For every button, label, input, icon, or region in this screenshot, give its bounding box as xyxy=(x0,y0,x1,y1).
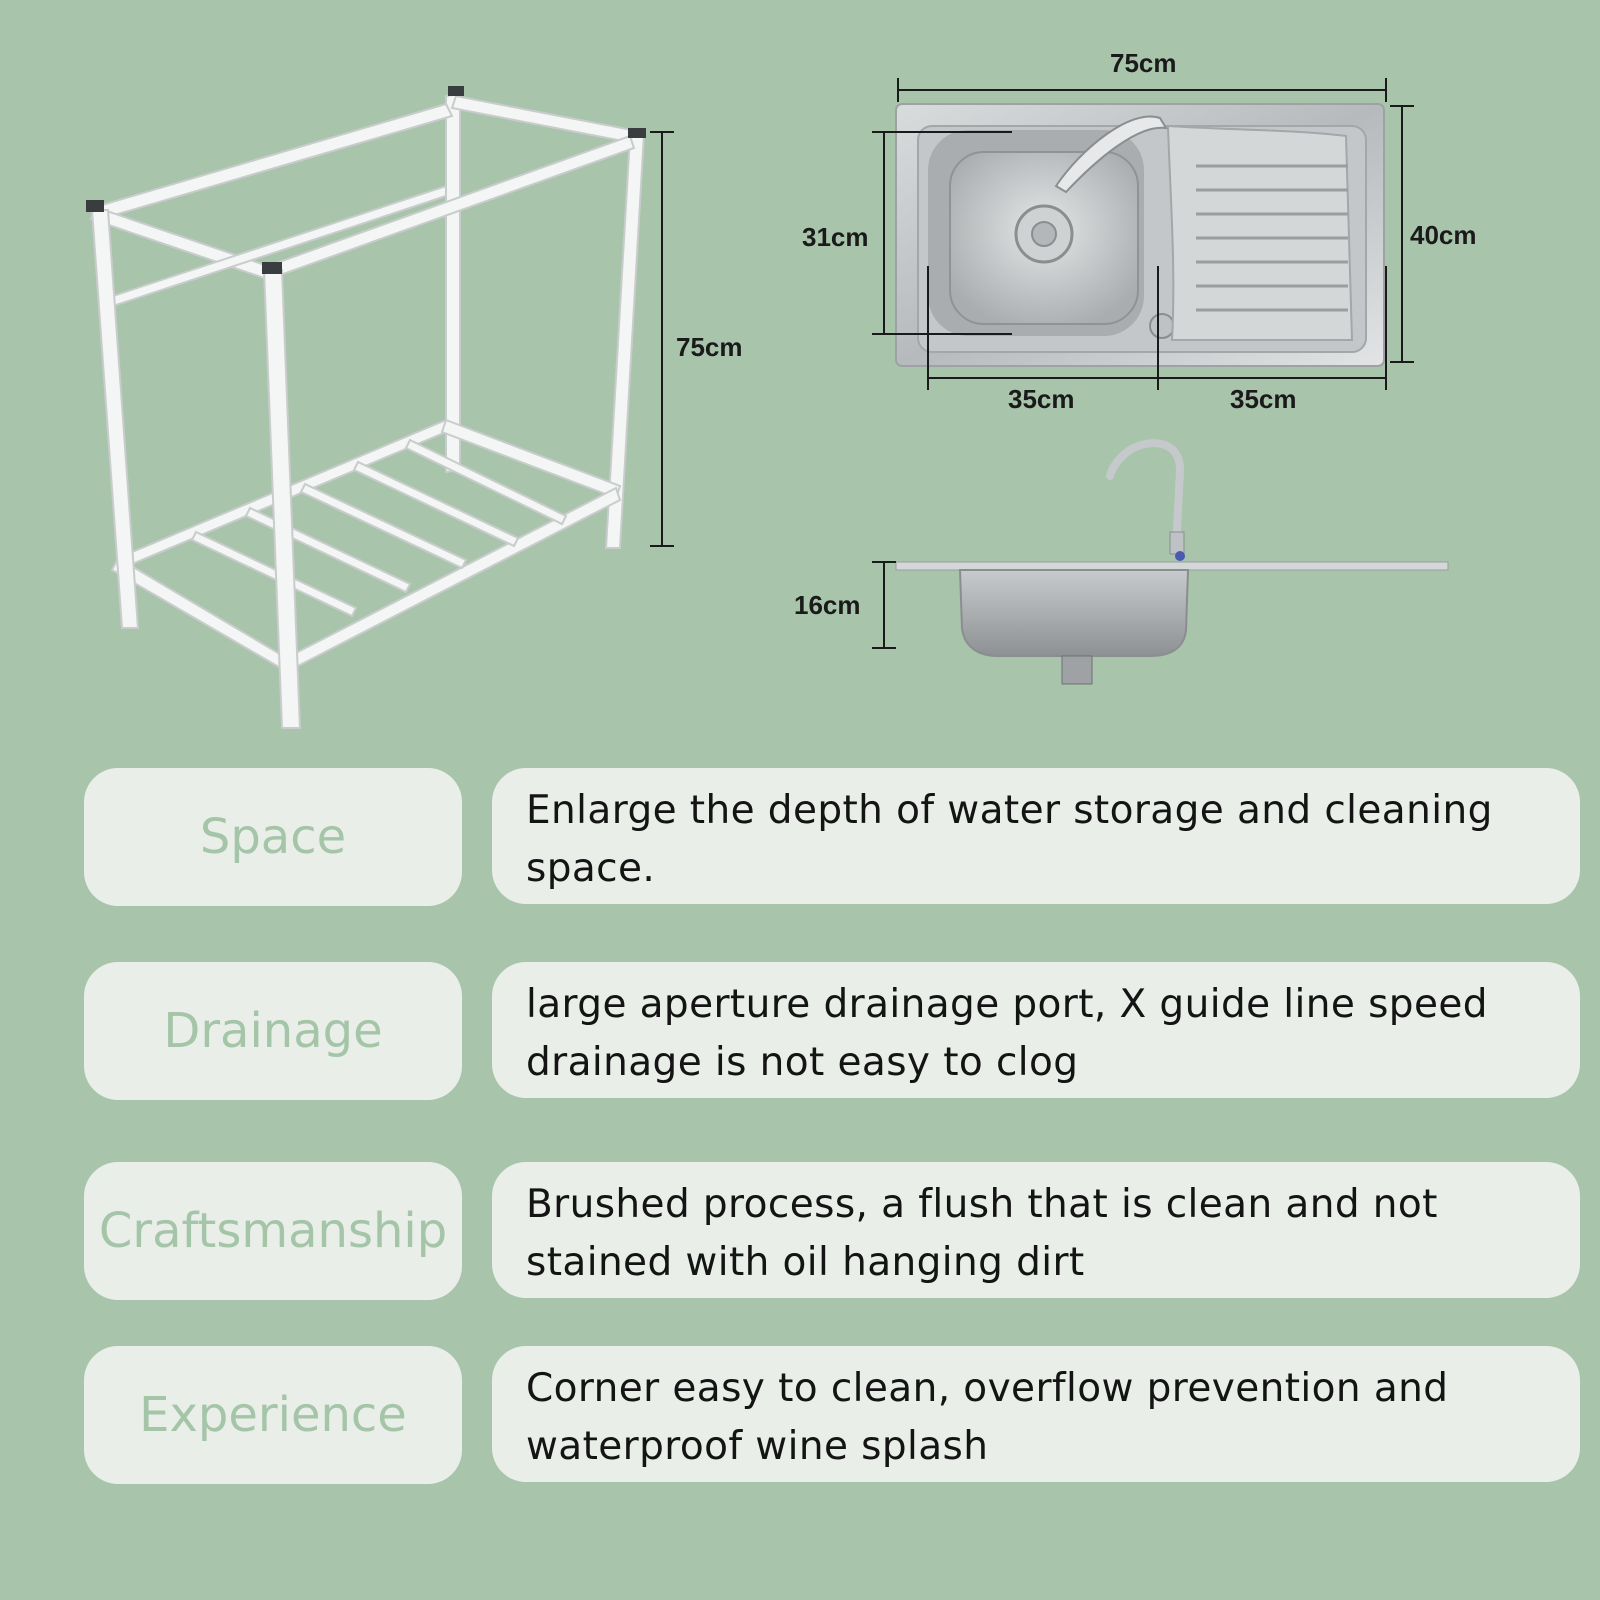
feature-description-text: Corner easy to clean, overflow preventio… xyxy=(526,1366,1449,1469)
feature-description-text: Enlarge the depth of water storage and c… xyxy=(526,788,1493,891)
drainboard-length-label: 35cm xyxy=(1230,384,1297,414)
feature-description-text: large aperture drainage port, X guide li… xyxy=(526,982,1488,1085)
feature-description: Brushed process, a flush that is clean a… xyxy=(492,1162,1580,1298)
sink-length-label: 75cm xyxy=(1110,48,1177,78)
feature-description: Corner easy to clean, overflow preventio… xyxy=(492,1346,1580,1482)
feature-description: large aperture drainage port, X guide li… xyxy=(492,962,1580,1098)
leg-caps xyxy=(86,86,646,274)
feature-row: Space Enlarge the depth of water storage… xyxy=(84,768,1580,906)
product-illustrations: 75cm 75cm xyxy=(86,48,1477,729)
feature-label-text: Space xyxy=(199,809,347,865)
feature-label: Craftsmanship xyxy=(84,1162,462,1300)
faucet-icon xyxy=(1106,439,1185,554)
sink-dimension-lines xyxy=(872,78,1414,390)
sink-width-label: 40cm xyxy=(1410,220,1477,250)
feature-row: Drainage large aperture drainage port, X… xyxy=(84,962,1580,1100)
feature-description-text: Brushed process, a flush that is clean a… xyxy=(526,1182,1438,1285)
sink-stand-frame xyxy=(89,92,646,729)
bowl-depth-dimension xyxy=(872,561,896,649)
feature-row: Experience Corner easy to clean, overflo… xyxy=(84,1346,1580,1484)
sink-side-view xyxy=(895,439,1449,685)
stand-height-dimension xyxy=(650,131,674,547)
bowl-width-label: 31cm xyxy=(802,222,869,252)
sink-top-view xyxy=(895,103,1385,367)
feature-label: Space xyxy=(84,768,462,906)
feature-label: Drainage xyxy=(84,962,462,1100)
feature-label-text: Craftsmanship xyxy=(98,1203,448,1259)
feature-row: Craftsmanship Brushed process, a flush t… xyxy=(84,1162,1580,1300)
bowl-depth-label: 16cm xyxy=(794,590,861,620)
faucet-icon xyxy=(1054,115,1168,194)
feature-label: Experience xyxy=(84,1346,462,1484)
bowl-length-label: 35cm xyxy=(1008,384,1075,414)
feature-label-text: Drainage xyxy=(163,1003,383,1059)
stand-height-label: 75cm xyxy=(676,332,743,362)
drainboard-grooves xyxy=(1196,164,1348,312)
feature-description: Enlarge the depth of water storage and c… xyxy=(492,768,1580,904)
feature-label-text: Experience xyxy=(139,1387,407,1443)
